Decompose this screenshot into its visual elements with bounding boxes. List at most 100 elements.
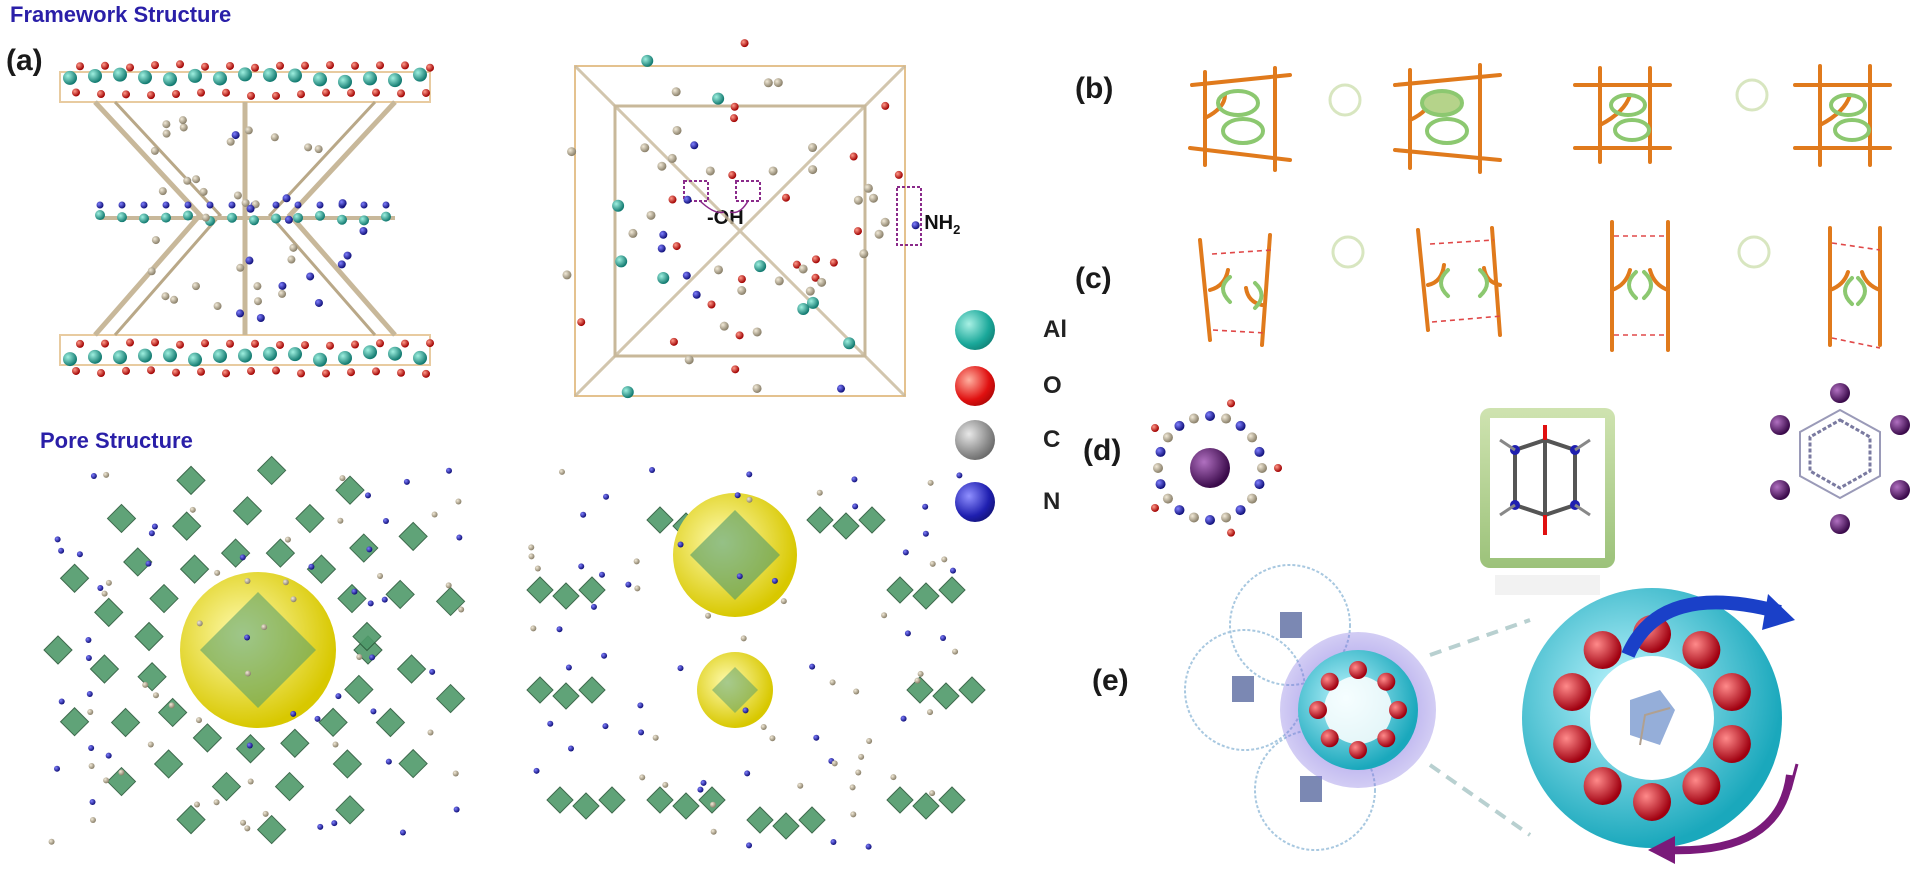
alo6-octahedron — [526, 676, 554, 704]
carbon-atom — [233, 191, 242, 200]
oxygen-atom — [197, 88, 205, 97]
oxygen-atom — [122, 366, 130, 375]
aluminium-atom — [313, 72, 327, 87]
alo6-octahedron — [89, 654, 120, 684]
pore-atom — [849, 784, 856, 791]
pore-atom — [244, 577, 251, 584]
pore-atom — [865, 843, 872, 850]
oxygen-atom — [226, 339, 234, 348]
oxygen-atom — [251, 339, 259, 348]
alo6-octahedron — [546, 786, 574, 814]
oxygen-atom — [731, 365, 740, 374]
oxygen-atom — [1227, 528, 1236, 537]
carbon-atom — [199, 187, 208, 196]
pore-atom — [528, 553, 535, 560]
alo6-octahedron — [912, 582, 940, 610]
pore-atom — [351, 588, 358, 595]
framework-side-view — [59, 71, 431, 366]
alo6-octahedron — [265, 538, 296, 568]
pore-atom — [601, 652, 608, 659]
oxygen-atom — [397, 89, 405, 98]
alo6-octahedron — [938, 576, 966, 604]
carbon-atom — [253, 297, 262, 306]
pore-atom — [922, 530, 929, 537]
pore-atom — [637, 702, 644, 709]
pore-atom — [941, 556, 948, 563]
carbon-atom — [737, 286, 747, 296]
pore-atom — [89, 799, 96, 806]
alo6-octahedron — [435, 586, 466, 617]
aluminium-atom — [271, 213, 281, 224]
carbon-atom — [869, 193, 879, 203]
alo6-octahedron — [123, 547, 153, 577]
pore-atom — [331, 820, 338, 827]
pore-atom — [85, 655, 92, 662]
pore-atom — [317, 823, 324, 830]
carbon-atom — [183, 176, 192, 185]
amine-annotation: - NH2 — [912, 212, 960, 237]
oxygen-atom — [426, 339, 434, 348]
pore-atom — [445, 467, 452, 474]
alo6-octahedron — [526, 576, 554, 604]
nitrogen-atom — [228, 201, 236, 209]
carbon-atom — [241, 198, 250, 207]
pore-atom — [850, 811, 857, 818]
pore-atom — [244, 825, 251, 832]
alo6-octahedron — [578, 676, 606, 704]
carbon-atom — [752, 327, 762, 337]
pore-atom — [853, 688, 860, 695]
oxygen-portal — [1309, 701, 1327, 719]
pore-atom — [830, 839, 837, 846]
oxygen-atom — [735, 331, 744, 340]
panel-label-e: (e) — [1092, 664, 1129, 697]
nitrogen-atom — [911, 221, 920, 230]
carbon-atom — [640, 143, 650, 153]
pore-atom — [902, 549, 909, 556]
oxygen-atom — [76, 339, 84, 348]
pore-atom — [382, 517, 389, 524]
pore-atom — [528, 544, 535, 551]
pore-atom — [339, 475, 346, 482]
carbon-atom — [253, 282, 262, 291]
aluminium-atom — [238, 67, 252, 82]
aluminium-atom — [213, 348, 227, 363]
pore-atom — [952, 648, 959, 655]
panel-label-b: (b) — [1075, 72, 1114, 105]
oxygen-atom — [397, 368, 405, 377]
legend-item-c: C — [955, 420, 1060, 460]
alo6-octahedron — [157, 697, 188, 728]
pore-atom — [742, 707, 749, 714]
pore-atom — [335, 693, 342, 700]
panel-c-schematics — [1198, 220, 1882, 352]
oxygen-atom — [247, 367, 255, 376]
aluminium-atom — [337, 214, 347, 225]
oxygen-atom — [172, 89, 180, 98]
aluminium-atom — [338, 350, 352, 365]
panel-b-guest-rings — [1216, 89, 1871, 145]
pore-atom — [369, 654, 376, 661]
oxygen-atom — [197, 367, 205, 376]
oxygen-atom — [577, 318, 586, 327]
pore-atom — [284, 536, 291, 543]
pore-atom — [370, 708, 377, 715]
pore-atom — [744, 770, 751, 777]
aluminium-atom — [388, 73, 402, 88]
oxygen-atom — [881, 101, 890, 110]
carbon-atom — [226, 137, 235, 146]
pore-atom — [148, 530, 155, 537]
oxygen-atom — [829, 258, 838, 267]
cb-atom — [1235, 505, 1246, 516]
carbon-atom — [162, 129, 171, 138]
nitrogen-atom — [837, 384, 846, 393]
carbon-atom — [628, 228, 638, 238]
nitrogen-atom — [282, 194, 291, 203]
alo6-octahedron — [256, 455, 287, 486]
aluminium-atom — [612, 199, 625, 212]
oxygen-atom — [151, 61, 159, 70]
pore-atom — [940, 635, 947, 642]
carbon-atom — [817, 277, 827, 287]
pore-atom — [649, 467, 656, 474]
pore-atom — [769, 735, 776, 742]
rotation-arrows — [1621, 594, 1799, 864]
pore-atom — [956, 472, 963, 479]
